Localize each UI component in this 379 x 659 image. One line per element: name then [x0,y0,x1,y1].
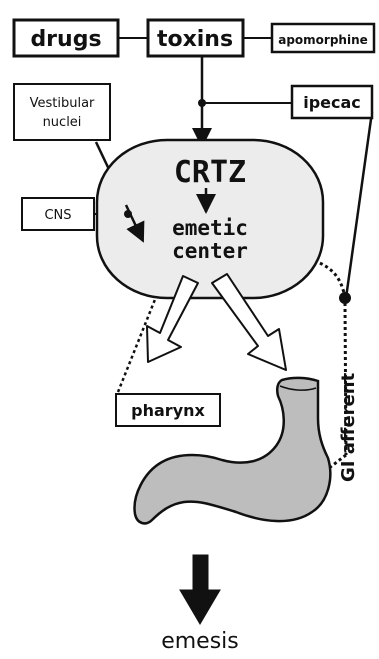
vestibular-nuclei-box-frame [14,84,110,140]
gi-afferent-label: GI afferent [338,372,359,482]
pharynx-box: pharynx [116,394,220,426]
vestibular-label-line2: nuclei [43,115,82,130]
cns-box: CNS [22,198,94,230]
cns-label: CNS [44,208,71,223]
drugs-label: drugs [30,27,101,52]
drugs-box: drugs [14,20,118,56]
vestibular-label-line1: Vestibular [30,96,95,111]
cns-junction-dot-front [124,210,132,218]
toxins-box: toxins [148,20,243,56]
crtz-label: CRTZ [174,155,246,190]
emesis-down-arrow [180,555,220,624]
emetic-center-label-line2: center [172,239,248,263]
apomorphine-box: apomorphine [272,24,374,52]
apomorphine-label: apomorphine [278,33,368,47]
toxins-label: toxins [157,27,233,52]
ipecac-label: ipecac [303,93,361,112]
ipecac-junction-dot [198,99,206,107]
ipecac-box: ipecac [292,86,372,118]
emetic-center-label-line1: emetic [172,216,248,240]
vestibular-nuclei-box: Vestibular nuclei [14,84,110,140]
emesis-label: emesis [161,629,239,654]
ipecac-diagonal-line [346,112,372,298]
pharynx-label: pharynx [131,401,205,420]
